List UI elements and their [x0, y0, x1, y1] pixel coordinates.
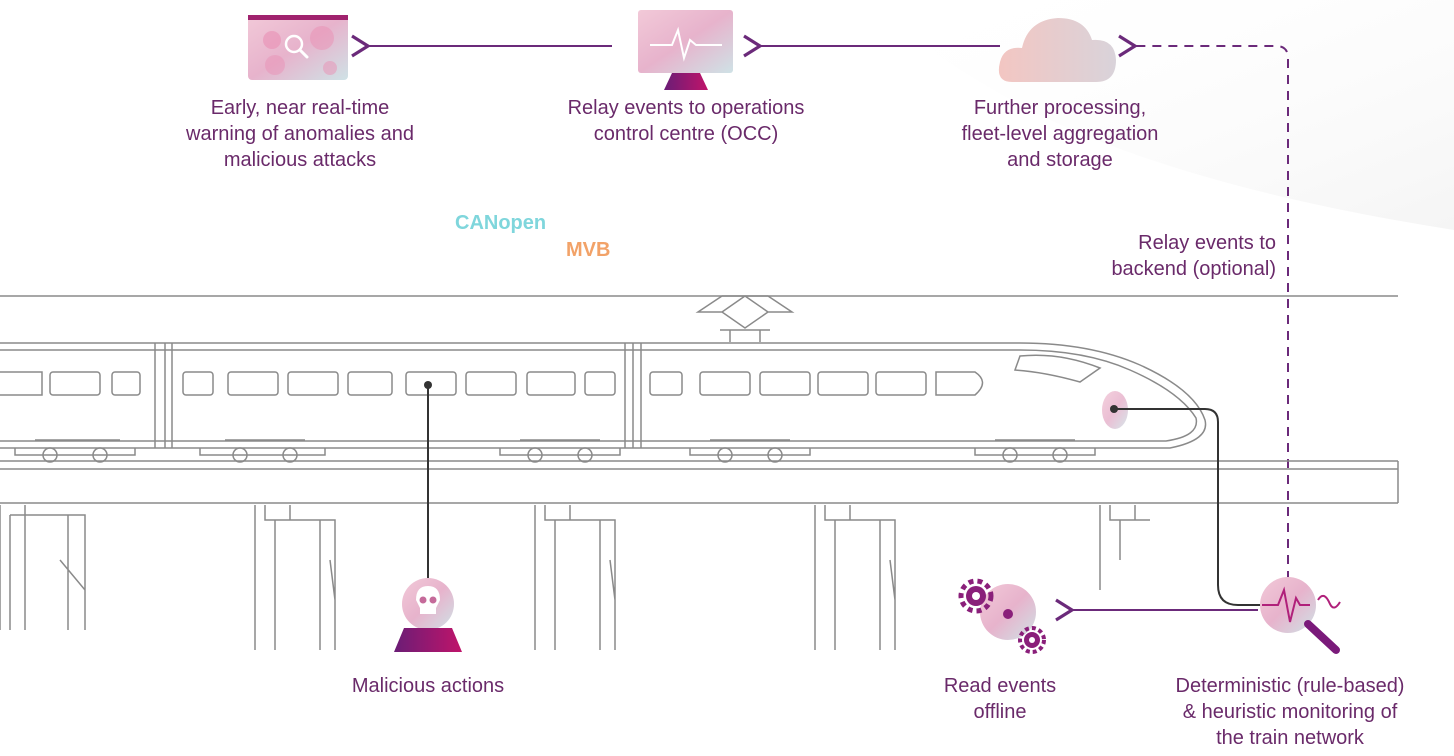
relay-backend-label: Relay events to backend (optional) [1111, 232, 1276, 280]
train [0, 295, 1207, 463]
sensor-connection-line [1114, 408, 1262, 606]
malicious-actions-label: Malicious actions [351, 675, 505, 697]
read-offline-label: Read events offline [943, 675, 1057, 723]
early-warning-label: Early, near real-time warning of anomali… [186, 97, 414, 171]
magnifier-heartbeat-icon [1260, 577, 1341, 654]
railway-structure [0, 295, 1399, 650]
mvb-label: MVB [566, 239, 611, 261]
skull-icon [394, 578, 462, 652]
cloud-icon [998, 18, 1116, 82]
further-processing-label: Further processing, fleet-level aggregat… [961, 97, 1159, 171]
dashed-relay-line [1118, 34, 1289, 580]
canopen-label: CANopen [455, 212, 547, 234]
gears-icon [958, 578, 1046, 654]
magnifier-icon [248, 15, 348, 80]
monitoring-label: Deterministic (rule-based) & heuristic m… [1175, 675, 1405, 749]
heartbeat-monitor-icon [638, 10, 733, 90]
relay-occ-label: Relay events to operations control centr… [567, 97, 805, 145]
